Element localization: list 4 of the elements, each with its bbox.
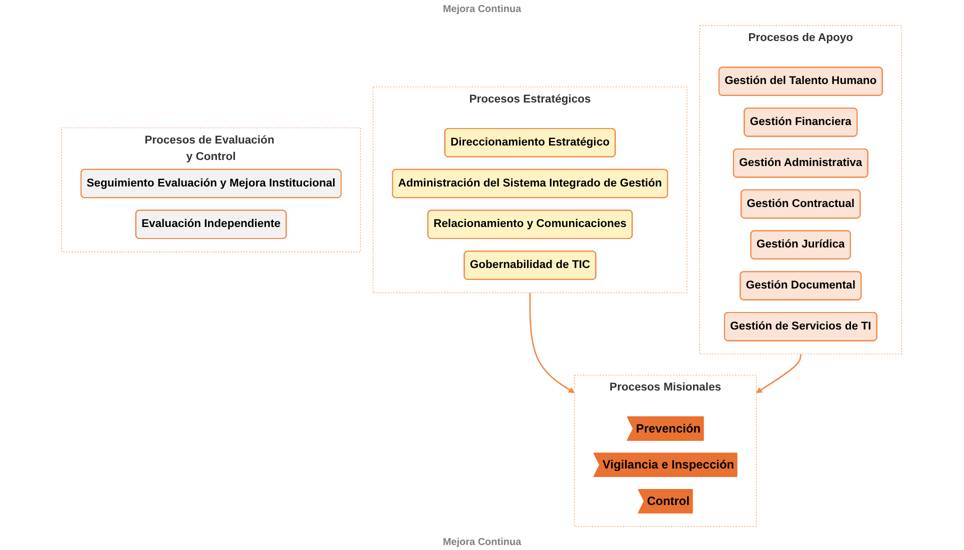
cycle-label: Mejora Continua [442,537,522,548]
arrow [530,292,575,394]
cycle-label: Mejora Continua [442,4,522,15]
arrow [756,354,802,394]
